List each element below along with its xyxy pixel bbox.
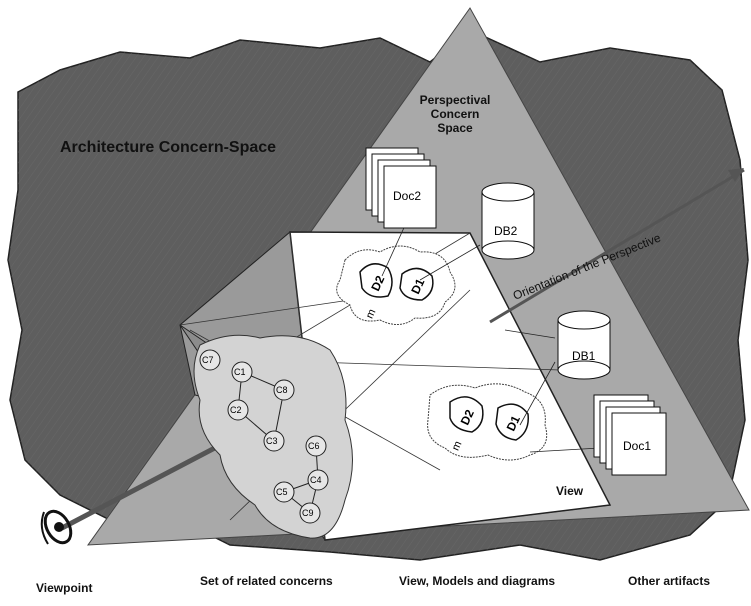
orientation-arrow (489, 168, 745, 324)
lower-d2-label: D2 (458, 407, 477, 427)
perspectival-title-line: Perspectival (420, 93, 491, 107)
caption-artifacts: Other artifacts (628, 574, 710, 588)
viewpoint-eye-icon (40, 509, 73, 545)
perspectival-title-line: Space (437, 121, 473, 135)
concern-node-label: C2 (230, 405, 242, 415)
doc2-label: Doc2 (393, 189, 421, 203)
orientation-arrowhead (728, 168, 744, 182)
concern-node-label: C3 (266, 436, 278, 446)
concern-node-label: C8 (276, 385, 288, 395)
caption-viewpoint: Viewpoint (36, 581, 92, 595)
artifact-connectors (381, 209, 601, 453)
lower-d1-label: D1 (504, 413, 523, 433)
architecture-space-title: Architecture Concern-Space (60, 139, 276, 156)
lower-model-cloud (427, 383, 548, 461)
concern-node-label: C5 (276, 487, 288, 497)
caption-concerns: Set of related concerns (200, 574, 333, 588)
db1-label: DB1 (572, 349, 596, 363)
concern-node-label: C7 (202, 355, 214, 365)
db1-cylinder: DB1 (557, 310, 611, 380)
caption-views: View, Models and diagrams (399, 574, 555, 588)
upper-d1-shape (399, 267, 434, 301)
db2-label: DB2 (494, 224, 518, 238)
concern-node-label: C6 (308, 441, 320, 451)
concern-node-label: C4 (310, 475, 322, 485)
concern-nodes: C7 C1 C8 C2 C3 C6 C4 C5 C9 (199, 349, 329, 524)
perspectival-title-line: Concern (431, 107, 480, 121)
doc2-stack: Doc2 (365, 147, 437, 229)
perspectival-title: Perspectival Concern Space (420, 93, 491, 135)
upper-d1-label: D1 (408, 276, 427, 296)
lower-d2-shape (449, 396, 484, 433)
concern-node-label: C9 (302, 508, 314, 518)
view-label: View (556, 484, 584, 498)
upper-d2-label: D2 (368, 273, 387, 293)
concern-node-label: C1 (234, 367, 246, 377)
doc1-stack: Doc1 (593, 394, 667, 476)
upper-model-cloud (336, 245, 456, 325)
doc1-label: Doc1 (623, 439, 651, 453)
lower-d1-shape (495, 403, 529, 441)
db2-cylinder: DB2 (481, 182, 535, 260)
